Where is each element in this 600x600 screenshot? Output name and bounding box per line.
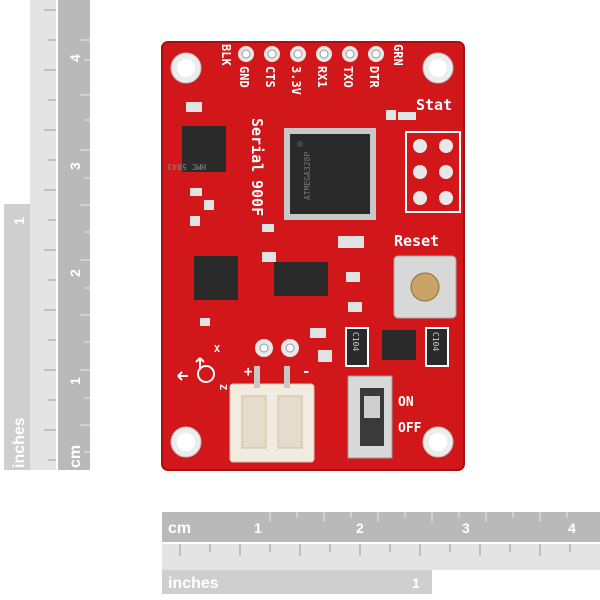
capacitor-right: C104 bbox=[425, 327, 449, 367]
reset-label: Reset bbox=[394, 232, 439, 250]
main-microcontroller-chip: ATMEGA328P bbox=[284, 128, 376, 220]
pin-label-gnd: GND bbox=[237, 66, 251, 88]
power-switch[interactable] bbox=[347, 375, 393, 459]
pin-label-dtr: DTR bbox=[367, 66, 381, 88]
stat-label: Stat bbox=[416, 96, 452, 114]
horizontal-cm-label: cm bbox=[168, 520, 191, 537]
vertical-cm-tick-3: 3 bbox=[67, 162, 83, 170]
pcb-substrate bbox=[161, 41, 465, 471]
serial-label: Serial bbox=[248, 118, 266, 172]
horizontal-inches-ruler: inches 1 bbox=[162, 544, 600, 594]
pin-label-rx1: RX1 bbox=[315, 66, 329, 88]
vertical-cm-tick-2: 2 bbox=[67, 269, 83, 277]
gyro-chip-right bbox=[274, 262, 328, 296]
pin-label-blk: BLK bbox=[219, 44, 233, 66]
vertical-cm-label: cm bbox=[67, 445, 84, 468]
horizontal-cm-tick-3: 3 bbox=[462, 520, 470, 536]
compass-chip-marking: HMC 5843 bbox=[167, 162, 206, 171]
axis-indicator-icon bbox=[177, 357, 215, 383]
battery-pads bbox=[255, 339, 299, 357]
vertical-inches-label: inches bbox=[11, 417, 28, 468]
pin-label-3v3: 3.3V bbox=[289, 66, 303, 95]
voltage-regulator bbox=[382, 330, 416, 360]
part-number-label: 900F bbox=[248, 180, 266, 216]
horizontal-cm-tick-4: 4 bbox=[568, 520, 576, 536]
pin-label-txo: TXO bbox=[341, 66, 355, 88]
switch-off-label: OFF bbox=[398, 421, 422, 436]
mounting-holes bbox=[170, 52, 454, 458]
battery-minus-label: - bbox=[302, 364, 310, 380]
mcu-marking: ATMEGA328P bbox=[303, 152, 312, 200]
horizontal-cm-ruler: cm 1 2 3 4 bbox=[162, 512, 600, 542]
vertical-inches-tick-1: 1 bbox=[11, 217, 27, 225]
serial-header-pads bbox=[238, 46, 384, 62]
horizontal-inches-tick-1: 1 bbox=[412, 575, 420, 591]
smd-components bbox=[186, 102, 416, 362]
battery-plus-label: + bbox=[244, 364, 252, 380]
gyro-chip-left bbox=[194, 256, 238, 300]
horizontal-cm-tick-1: 1 bbox=[254, 520, 262, 536]
vertical-inches-ruler: inches 1 bbox=[4, 0, 56, 470]
pin-label-grn: GRN bbox=[391, 44, 405, 66]
capacitor-left-label: C104 bbox=[351, 332, 360, 351]
led-header-pads bbox=[405, 131, 461, 213]
pin-label-cts: CTS bbox=[263, 66, 277, 88]
jst-battery-connector[interactable] bbox=[229, 366, 315, 463]
switch-on-label: ON bbox=[398, 395, 414, 410]
horizontal-inches-label: inches bbox=[168, 575, 219, 592]
vertical-cm-ruler: cm 1 2 3 4 bbox=[58, 0, 90, 470]
vertical-cm-tick-4: 4 bbox=[67, 54, 83, 62]
capacitor-right-label: C104 bbox=[431, 332, 440, 351]
vertical-cm-tick-1: 1 bbox=[67, 377, 83, 385]
compass-chip: HMC 5843 bbox=[167, 126, 226, 172]
pcb-board: BLK GND CTS 3.3V RX1 TXO DTR GRN Serial … bbox=[161, 41, 465, 471]
axis-x-label: X bbox=[214, 344, 220, 355]
horizontal-cm-tick-2: 2 bbox=[356, 520, 364, 536]
capacitor-left: C104 bbox=[345, 327, 369, 367]
axis-z-label: Z bbox=[217, 384, 228, 390]
reset-button[interactable] bbox=[393, 255, 457, 319]
